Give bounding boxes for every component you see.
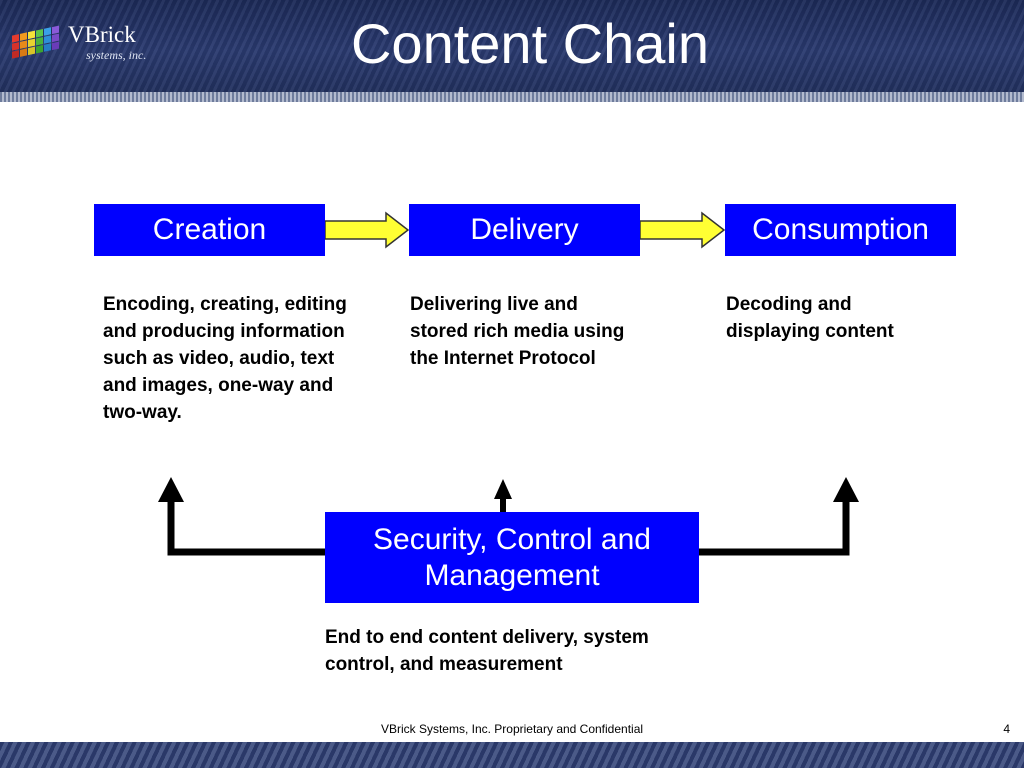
slide-title: Content Chain: [350, 12, 709, 75]
arrow-delivery-to-consumption: [639, 211, 726, 249]
delivery-description: Delivering live and stored rich media us…: [410, 294, 625, 369]
consumption-description: Decoding and displaying content: [726, 294, 894, 342]
title-bar-stripe: [0, 92, 1024, 102]
vbrick-logo: VBrick systems, inc.: [10, 18, 150, 68]
creation-box: Creation: [94, 204, 325, 256]
management-label: Security, Control and Management: [373, 522, 651, 592]
consumption-box: Consumption: [725, 204, 956, 256]
arrowhead-to-delivery: [494, 479, 512, 499]
feedback-line-left: [167, 500, 325, 556]
arrowhead-to-consumption: [833, 477, 859, 502]
creation-description: Encoding, creating, editing and producin…: [103, 294, 347, 423]
delivery-label: Delivery: [470, 213, 579, 246]
logo-subtext: systems, inc.: [86, 48, 147, 62]
management-box: Security, Control and Management: [325, 512, 699, 603]
footer-text: VBrick Systems, Inc. Proprietary and Con…: [380, 722, 644, 736]
feedback-line-right: [699, 500, 850, 556]
arrow-creation-to-delivery: [324, 211, 410, 249]
logo-mark-icon: [12, 25, 59, 59]
logo-brand: VBrick: [68, 22, 136, 47]
footer-bar: [0, 742, 1024, 768]
delivery-box: Delivery: [409, 204, 640, 256]
management-description: End to end content delivery, system cont…: [325, 627, 649, 675]
title-bar: [0, 0, 1024, 92]
arrowhead-to-creation: [158, 477, 184, 502]
page-number: 4: [1003, 722, 1010, 736]
consumption-label: Consumption: [752, 213, 929, 246]
creation-label: Creation: [152, 213, 267, 246]
